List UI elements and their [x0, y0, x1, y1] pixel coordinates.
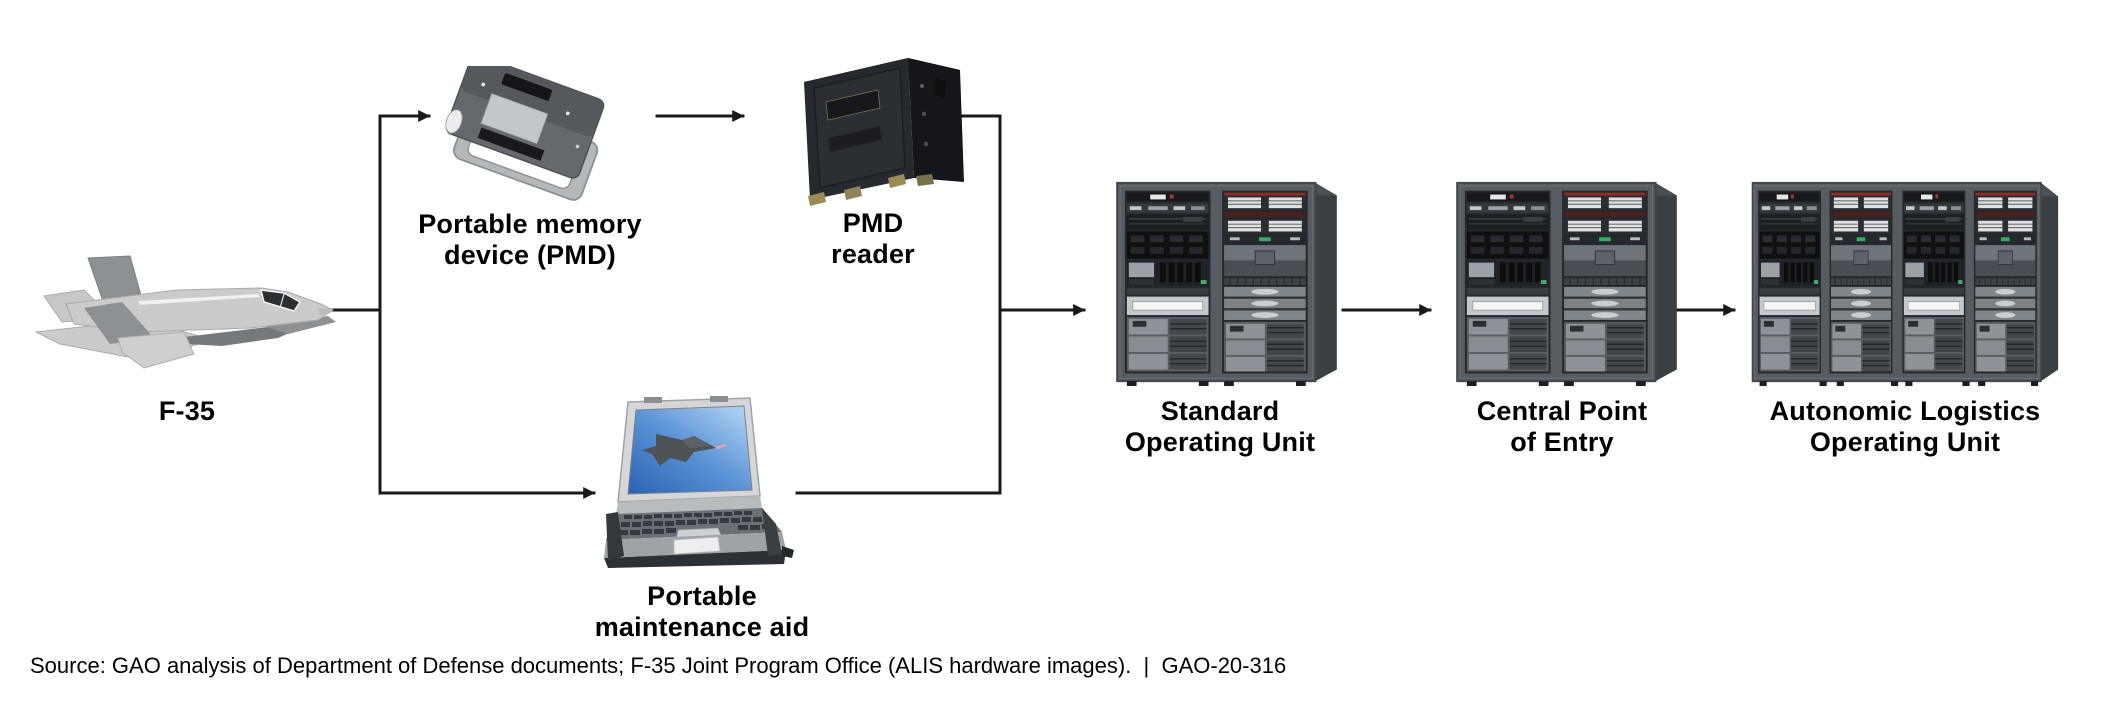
f35-aircraft-icon [34, 255, 336, 369]
node-pma [598, 396, 803, 581]
node-alou [1751, 179, 2061, 387]
label-pma: Portable maintenance aid [594, 581, 810, 642]
label-alou: Autonomic Logistics Operating Unit [1769, 396, 2041, 457]
label-pmd: Portable memory device (PMD) [418, 209, 642, 270]
portable-memory-device-icon [445, 66, 605, 201]
portable-maintenance-aid-icon [604, 396, 794, 568]
label-sou: Standard Operating Unit [1124, 396, 1316, 457]
node-f35 [26, 246, 346, 376]
node-sou [1114, 179, 1340, 387]
server-rack-alou-icon [1751, 179, 2061, 387]
label-f35: F-35 [158, 396, 216, 426]
pmd-reader-icon [804, 58, 964, 206]
node-pmd-reader [792, 26, 972, 208]
node-pmd [440, 66, 620, 216]
label-cpe: Central Point of Entry [1476, 396, 1648, 457]
label-pmd-reader: PMD reader [831, 208, 915, 269]
server-rack-sou-icon [1114, 179, 1340, 387]
server-rack-cpe-icon [1454, 179, 1680, 387]
source-attribution: Source: GAO analysis of Department of De… [30, 653, 1287, 678]
node-cpe [1454, 179, 1680, 387]
